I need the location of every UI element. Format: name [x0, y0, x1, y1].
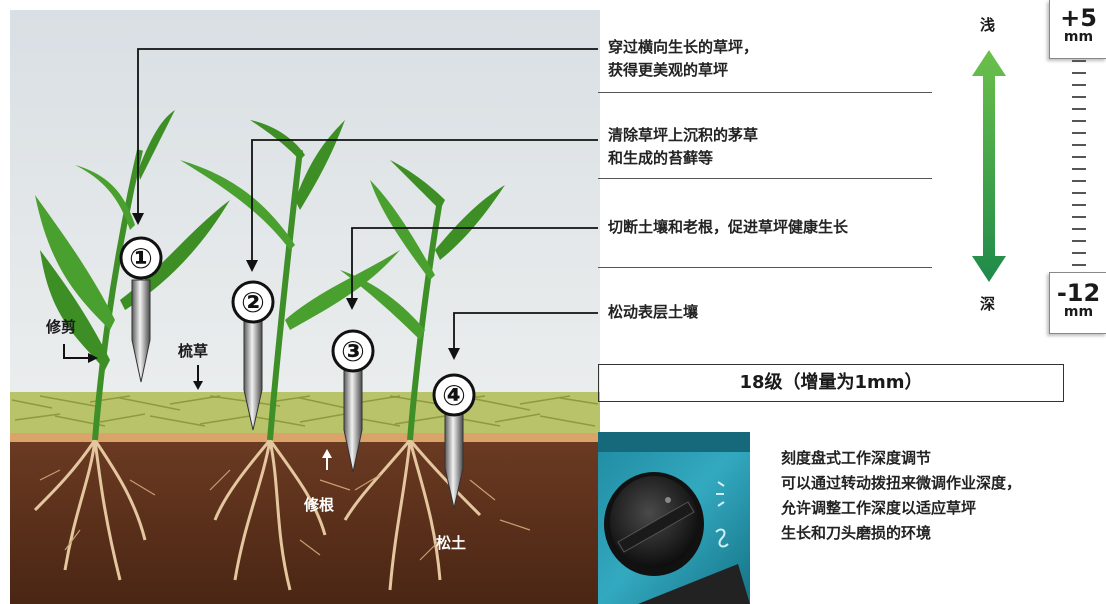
tines: [131, 279, 464, 509]
step-2-description: 清除草坪上沉积的茅草 和生成的苔藓等: [608, 126, 759, 167]
shallow-value-tab: +5 mm: [1049, 0, 1106, 59]
lawn-illustration: ① ② ③ ④: [10, 10, 600, 604]
depth-dial-photo: [598, 432, 750, 604]
soil-surface: [10, 433, 600, 442]
divider: [598, 178, 932, 179]
divider: [598, 92, 932, 93]
root-trim-label: 修根: [304, 496, 335, 514]
deep-value-tab: -12 mm: [1049, 272, 1106, 334]
dial-title: 刻度盘式工作深度调节: [781, 449, 932, 467]
deep-value: -12: [1056, 279, 1101, 307]
step-2-badge: ②: [241, 286, 265, 319]
dial-description: 刻度盘式工作深度调节 可以通过转动拨扭来微调作业深度， 允许调整工作深度以适应草…: [781, 446, 1021, 546]
step-3-description: 切断土壤和老根，促进草坪健康生长: [608, 218, 849, 236]
grass-plants: [35, 110, 505, 441]
trim-arrow: [63, 344, 90, 359]
depth-steps-box: 18级（增量为1mm）: [598, 364, 1064, 402]
shallow-unit: mm: [1063, 29, 1094, 45]
shallow-label: 浅: [980, 16, 996, 34]
step-4-badge: ④: [442, 379, 466, 412]
trim-label: 修剪: [46, 318, 77, 336]
depth-arrow-icon: [972, 50, 1006, 282]
roots: [33, 439, 482, 591]
depth-scale-ruler: [1072, 60, 1086, 272]
step-3-badge: ③: [341, 335, 365, 368]
leader-lines: [137, 48, 598, 350]
deep-label: 深: [980, 295, 996, 313]
shallow-value: +5: [1060, 4, 1097, 32]
step-badges: ① ② ③ ④: [119, 236, 476, 417]
step-1-badge: ①: [129, 242, 153, 275]
loosen-soil-label: 松土: [436, 534, 467, 552]
deep-unit: mm: [1063, 304, 1094, 320]
step-4-description: 松动表层土壤: [608, 303, 699, 321]
step-1-description: 穿过横向生长的草坪， 获得更美观的草坪: [608, 38, 759, 79]
divider: [598, 267, 932, 268]
comb-label: 梳草: [178, 342, 209, 360]
